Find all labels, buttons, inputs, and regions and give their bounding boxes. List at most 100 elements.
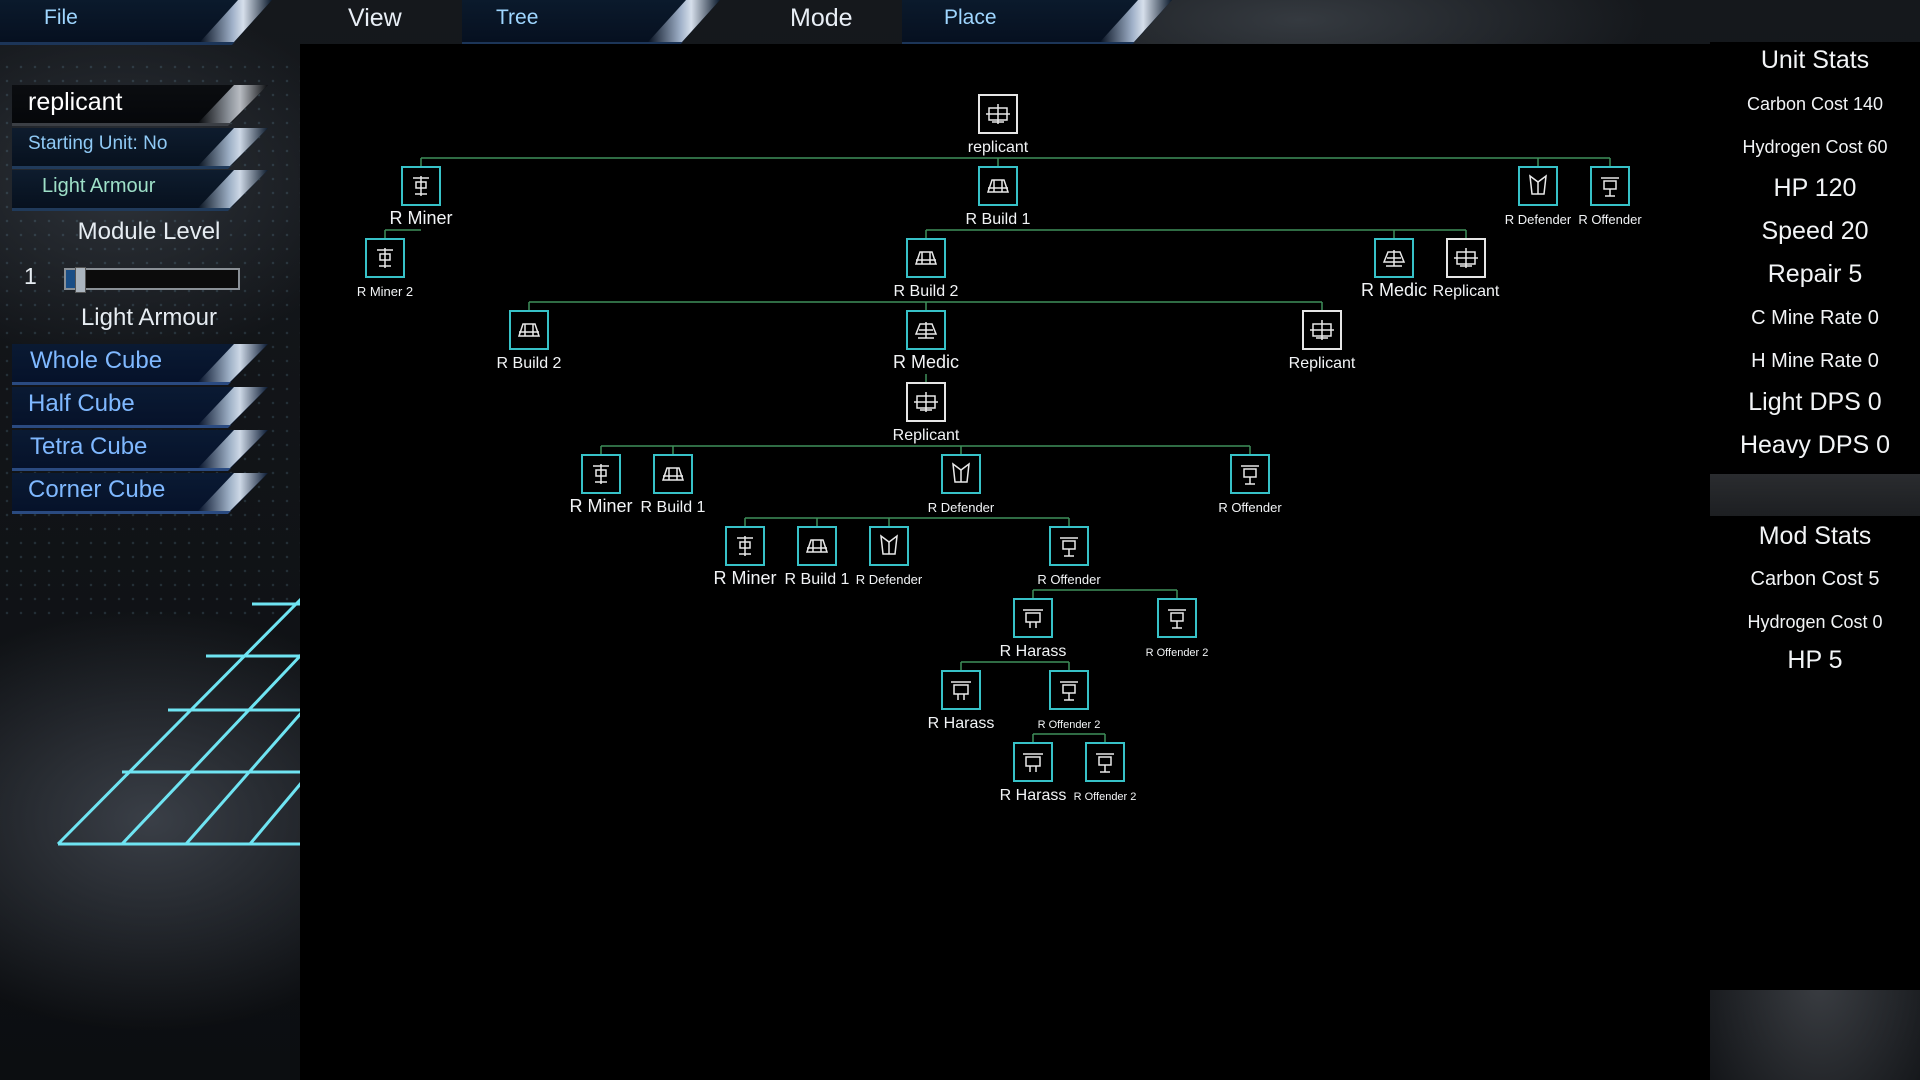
tree-node[interactable]: R Harass — [1000, 742, 1067, 804]
tree-node-label: R Defender — [928, 500, 995, 515]
tree-node[interactable]: Replicant — [1433, 238, 1500, 300]
module-level-slider[interactable] — [64, 267, 240, 293]
tree-menu-button[interactable]: Tree — [462, 0, 720, 45]
tree-node[interactable]: R Offender — [1218, 454, 1282, 515]
cube-whole-button[interactable]: Whole Cube — [12, 344, 268, 385]
cube-tetra-button[interactable]: Tetra Cube — [12, 430, 268, 471]
tree-node-label: replicant — [968, 139, 1029, 156]
unit-light-dps: Light DPS 0 — [1748, 388, 1882, 416]
offender-icon — [1590, 166, 1630, 206]
tree-node-label: R Build 1 — [641, 499, 706, 516]
tree-connector — [960, 661, 1070, 670]
cube-whole-label: Whole Cube — [30, 347, 163, 374]
mod-stats-title: Mod Stats — [1758, 522, 1872, 550]
cube-corner-button[interactable]: Corner Cube — [12, 473, 268, 514]
tree-node-label: R Offender — [1218, 500, 1282, 515]
miner-icon — [725, 526, 765, 566]
tree-node-label: R Offender — [1578, 212, 1642, 227]
tree-node[interactable]: R Miner 2 — [357, 238, 413, 299]
button-stripe — [1100, 0, 1172, 42]
tree-node[interactable]: R Offender 2 — [1038, 670, 1101, 731]
tree-node[interactable]: R Medic — [1361, 238, 1427, 300]
replicant-icon — [906, 382, 946, 422]
tree-node-label: Replicant — [1289, 355, 1356, 372]
tree-node[interactable]: R Build 2 — [894, 238, 959, 300]
file-menu-label: File — [44, 6, 78, 29]
tree-connector — [1032, 589, 1178, 598]
tree-connector — [384, 229, 421, 238]
module-level-slider-knob[interactable] — [75, 267, 86, 293]
defender-icon — [1518, 166, 1558, 206]
place-menu-button[interactable]: Place — [902, 0, 1172, 45]
tree-node-label: R Offender 2 — [1038, 719, 1101, 731]
stats-divider — [1710, 474, 1920, 516]
builder-icon — [797, 526, 837, 566]
tree-node-label: R Defender — [1505, 212, 1572, 227]
tree-node[interactable]: R Offender 2 — [1146, 598, 1209, 659]
tree-node[interactable]: R Defender — [928, 454, 995, 515]
tree-node[interactable]: R Build 2 — [497, 310, 562, 372]
tree-node[interactable]: R Build 1 — [966, 166, 1031, 228]
tree-node[interactable]: R Build 1 — [785, 526, 850, 588]
cube-tetra-label: Tetra Cube — [30, 433, 148, 460]
defender-icon — [941, 454, 981, 494]
replicant-icon — [1302, 310, 1342, 350]
miner-icon — [365, 238, 405, 278]
place-menu-label: Place — [944, 6, 997, 29]
view-menu-button[interactable]: View — [348, 4, 402, 32]
tree-node[interactable]: Replicant — [1289, 310, 1356, 372]
unit-repair: Repair 5 — [1767, 260, 1863, 288]
tree-node-label: R Miner — [713, 568, 776, 588]
button-stripe — [200, 0, 272, 42]
tree-connector — [600, 445, 1251, 454]
builder-icon — [509, 310, 549, 350]
defender-icon — [869, 526, 909, 566]
tree-node-label: R Miner — [389, 208, 452, 228]
armour-type-label: Light Armour — [42, 175, 156, 197]
mod-carbon-cost: Carbon Cost 5 — [1750, 568, 1880, 590]
cube-corner-label: Corner Cube — [28, 476, 166, 503]
tree-node[interactable]: R Defender — [1505, 166, 1572, 227]
tree-node[interactable]: replicant — [968, 94, 1029, 156]
tree-node[interactable]: R Defender — [856, 526, 923, 587]
unit-speed: Speed 20 — [1761, 217, 1869, 245]
offender-icon — [1230, 454, 1270, 494]
tree-node[interactable]: R Offender — [1037, 526, 1101, 587]
module-level-slider-fill — [66, 270, 75, 288]
tree-connector — [528, 301, 1323, 310]
unit-carbon-cost: Carbon Cost 140 — [1746, 94, 1884, 114]
tree-node[interactable]: R Medic — [893, 310, 959, 372]
tree-node-label: R Build 2 — [894, 283, 959, 300]
tree-connector — [1032, 733, 1106, 742]
tree-node-label: R Miner 2 — [357, 284, 413, 299]
tree-node[interactable]: R Offender 2 — [1074, 742, 1137, 803]
miner-icon — [581, 454, 621, 494]
mod-hydrogen-cost: Hydrogen Cost 0 — [1747, 612, 1883, 632]
tree-node[interactable]: Replicant — [893, 382, 960, 444]
tree-node[interactable]: R Miner — [713, 526, 777, 588]
file-menu-button[interactable]: File — [0, 0, 272, 45]
replicant-icon — [1446, 238, 1486, 278]
mode-menu-button[interactable]: Mode — [790, 4, 853, 32]
replicant-icon — [978, 94, 1018, 134]
builder-icon — [978, 166, 1018, 206]
starting-unit-label: Starting Unit: No — [28, 133, 168, 154]
armour-type-button[interactable]: Light Armour — [12, 170, 268, 211]
tree-node[interactable]: R Miner — [569, 454, 633, 516]
tree-node[interactable]: R Offender — [1578, 166, 1642, 227]
tree-node[interactable]: R Harass — [1000, 598, 1067, 660]
cube-half-label: Half Cube — [28, 390, 135, 417]
tree-node[interactable]: R Build 1 — [641, 454, 706, 516]
offender-icon — [1085, 742, 1125, 782]
module-level-heading: Module Level — [77, 218, 221, 245]
tree-node-label: R Medic — [1361, 280, 1427, 300]
tree-node[interactable]: R Miner — [389, 166, 453, 228]
cube-half-button[interactable]: Half Cube — [12, 387, 268, 428]
unit-heavy-dps: Heavy DPS 0 — [1739, 431, 1891, 459]
tree-node[interactable]: R Harass — [928, 670, 995, 732]
starting-unit-toggle[interactable]: Starting Unit: No — [12, 128, 268, 169]
unit-hydrogen-cost: Hydrogen Cost 60 — [1742, 137, 1888, 157]
tree-node-label: R Defender — [856, 572, 923, 587]
unit-name-field[interactable]: replicant — [12, 85, 268, 126]
unit-stats-title: Unit Stats — [1760, 46, 1870, 74]
